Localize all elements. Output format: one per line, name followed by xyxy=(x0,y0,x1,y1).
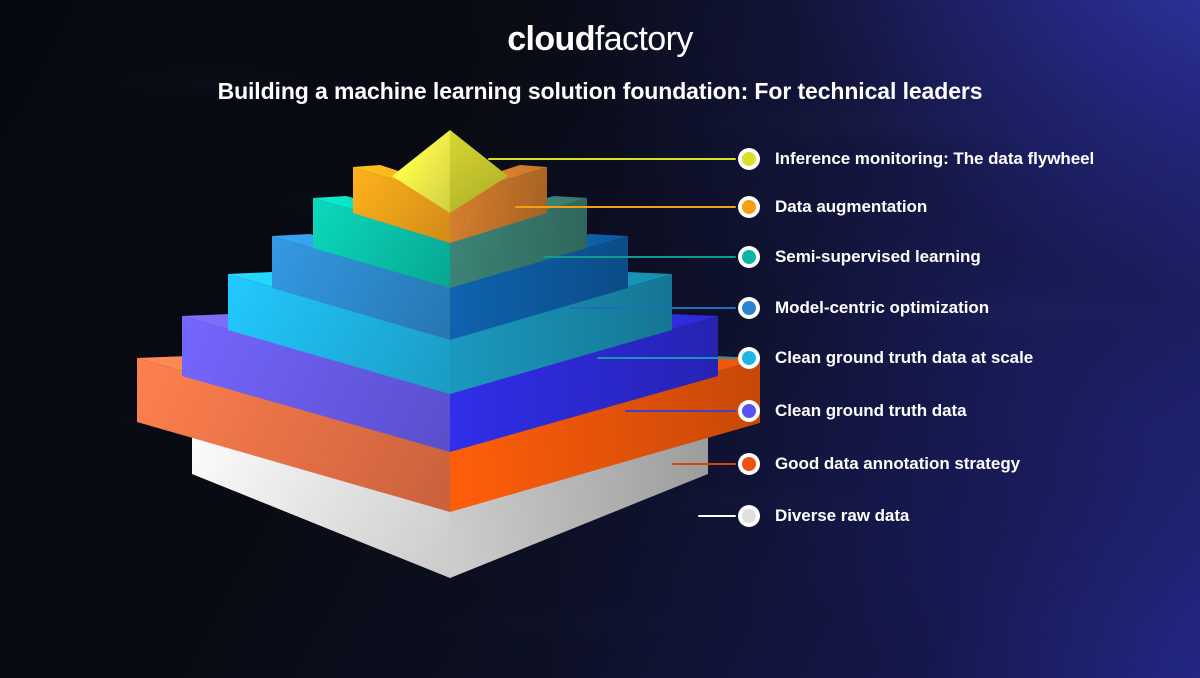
level-right-face xyxy=(450,167,547,243)
legend-label: Inference monitoring: The data flywheel xyxy=(775,149,1095,168)
legend-connector-line xyxy=(515,206,736,208)
level-left-face xyxy=(137,358,450,512)
brand-logo: cloudfactory xyxy=(0,22,1200,56)
legend-connector-line xyxy=(698,515,736,517)
legend-bullet-dot[interactable] xyxy=(738,400,760,422)
level-left-face xyxy=(272,236,450,340)
legend-bullet-core xyxy=(742,457,756,471)
legend-connector-line xyxy=(597,357,736,359)
level-right-face xyxy=(450,274,672,394)
level-left-face xyxy=(313,198,450,288)
legend-bullet-core xyxy=(742,250,756,264)
legend-bullet-dot[interactable] xyxy=(738,196,760,218)
legend-bullet-core xyxy=(742,301,756,315)
level-right-face xyxy=(450,236,628,340)
level-right-face xyxy=(450,198,587,288)
apex-left-face xyxy=(392,130,450,213)
pyramid-diagram xyxy=(137,130,760,578)
level-left-face xyxy=(228,274,450,394)
level-left-face xyxy=(182,316,450,452)
legend-bullet-core xyxy=(742,152,756,166)
legend-connector-line xyxy=(672,463,736,465)
page-title: Building a machine learning solution fou… xyxy=(217,78,983,104)
level-left-face xyxy=(353,167,450,243)
legend-label: Good data annotation strategy xyxy=(775,454,1021,473)
legend-connector-line xyxy=(625,410,736,412)
legend-bullet-core xyxy=(742,200,756,214)
apex-right-face xyxy=(450,130,508,213)
legend-bullet-dot[interactable] xyxy=(738,505,760,527)
legend-bullet-core xyxy=(742,351,756,365)
legend-bullet-dot[interactable] xyxy=(738,148,760,170)
legend-bullet-dot[interactable] xyxy=(738,297,760,319)
legend-connector-line xyxy=(570,307,736,309)
logo-light-text: factory xyxy=(594,20,693,58)
legend-bullet-dot[interactable] xyxy=(738,453,760,475)
pyramid-level-1 xyxy=(392,130,508,213)
legend-label: Clean ground truth data at scale xyxy=(775,348,1034,367)
legend-connector-line xyxy=(488,158,736,160)
legend-connector-line xyxy=(543,256,736,258)
legend-bullet-core xyxy=(742,509,756,523)
legend-label: Diverse raw data xyxy=(775,506,910,525)
logo-bold-text: cloud xyxy=(507,20,595,58)
legend-label: Model-centric optimization xyxy=(775,298,990,317)
legend-bullet-dot[interactable] xyxy=(738,347,760,369)
level-right-face xyxy=(450,316,718,452)
legend-label: Data augmentation xyxy=(775,197,928,216)
legend-bullet-core xyxy=(742,404,756,418)
level-right-face xyxy=(450,358,760,512)
legend-label: Semi-supervised learning xyxy=(775,247,981,266)
legend-label: Clean ground truth data xyxy=(775,401,967,420)
legend-bullet-dot[interactable] xyxy=(738,246,760,268)
